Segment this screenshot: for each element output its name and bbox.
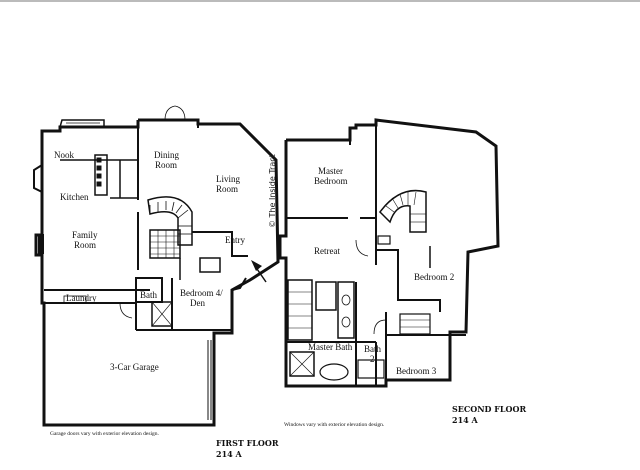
room-label-nook: Nook (54, 150, 74, 160)
watermark-text: © The Inside Tract (268, 154, 277, 228)
first-floor-title: FIRST FLOOR (216, 438, 279, 448)
second-floor-model: 214 A (452, 415, 478, 425)
room-label-dining-room-line1: Dining (154, 150, 180, 160)
second-floor-note: Windows vary with exterior elevation des… (284, 422, 385, 428)
room-label-bedroom4-line2: Den (190, 298, 205, 308)
room-label-bath: Bath (140, 290, 157, 300)
first-floor-note: Garage doors vary with exterior elevatio… (50, 431, 159, 437)
room-label-bedroom3: Bedroom 3 (396, 366, 437, 376)
room-label-dining-room-line2: Room (155, 160, 178, 170)
room-label-living-room-line1: Living (216, 174, 240, 184)
second-floor-plan (278, 118, 500, 388)
room-label-master-bath: Master Bath (308, 342, 353, 352)
second-floor-title: SECOND FLOOR (452, 404, 527, 414)
room-label-laundry: Laundry (66, 293, 97, 303)
room-label-bath2-line1: Bath (364, 344, 381, 354)
room-label-master-bedroom-line2: Bedroom (314, 176, 348, 186)
room-label-bath2-line2: 2 (370, 354, 375, 364)
room-label-entry: Entry (225, 235, 245, 245)
first-floor-outer-wall (34, 118, 280, 427)
room-label-family-room-line1: Family (72, 230, 98, 240)
second-floor-outer-wall (278, 118, 500, 388)
room-label-kitchen: Kitchen (60, 192, 89, 202)
room-label-garage: 3-Car Garage (110, 362, 159, 372)
first-floor-model: 214 A (216, 449, 242, 459)
room-label-bedroom4-line1: Bedroom 4/ (180, 288, 223, 298)
room-label-family-room-line2: Room (74, 240, 97, 250)
room-label-living-room-line2: Room (216, 184, 239, 194)
room-label-master-bedroom-line1: Master (318, 166, 343, 176)
first-floor-plan (33, 105, 280, 427)
room-label-retreat: Retreat (314, 246, 340, 256)
room-label-bedroom2: Bedroom 2 (414, 272, 455, 282)
